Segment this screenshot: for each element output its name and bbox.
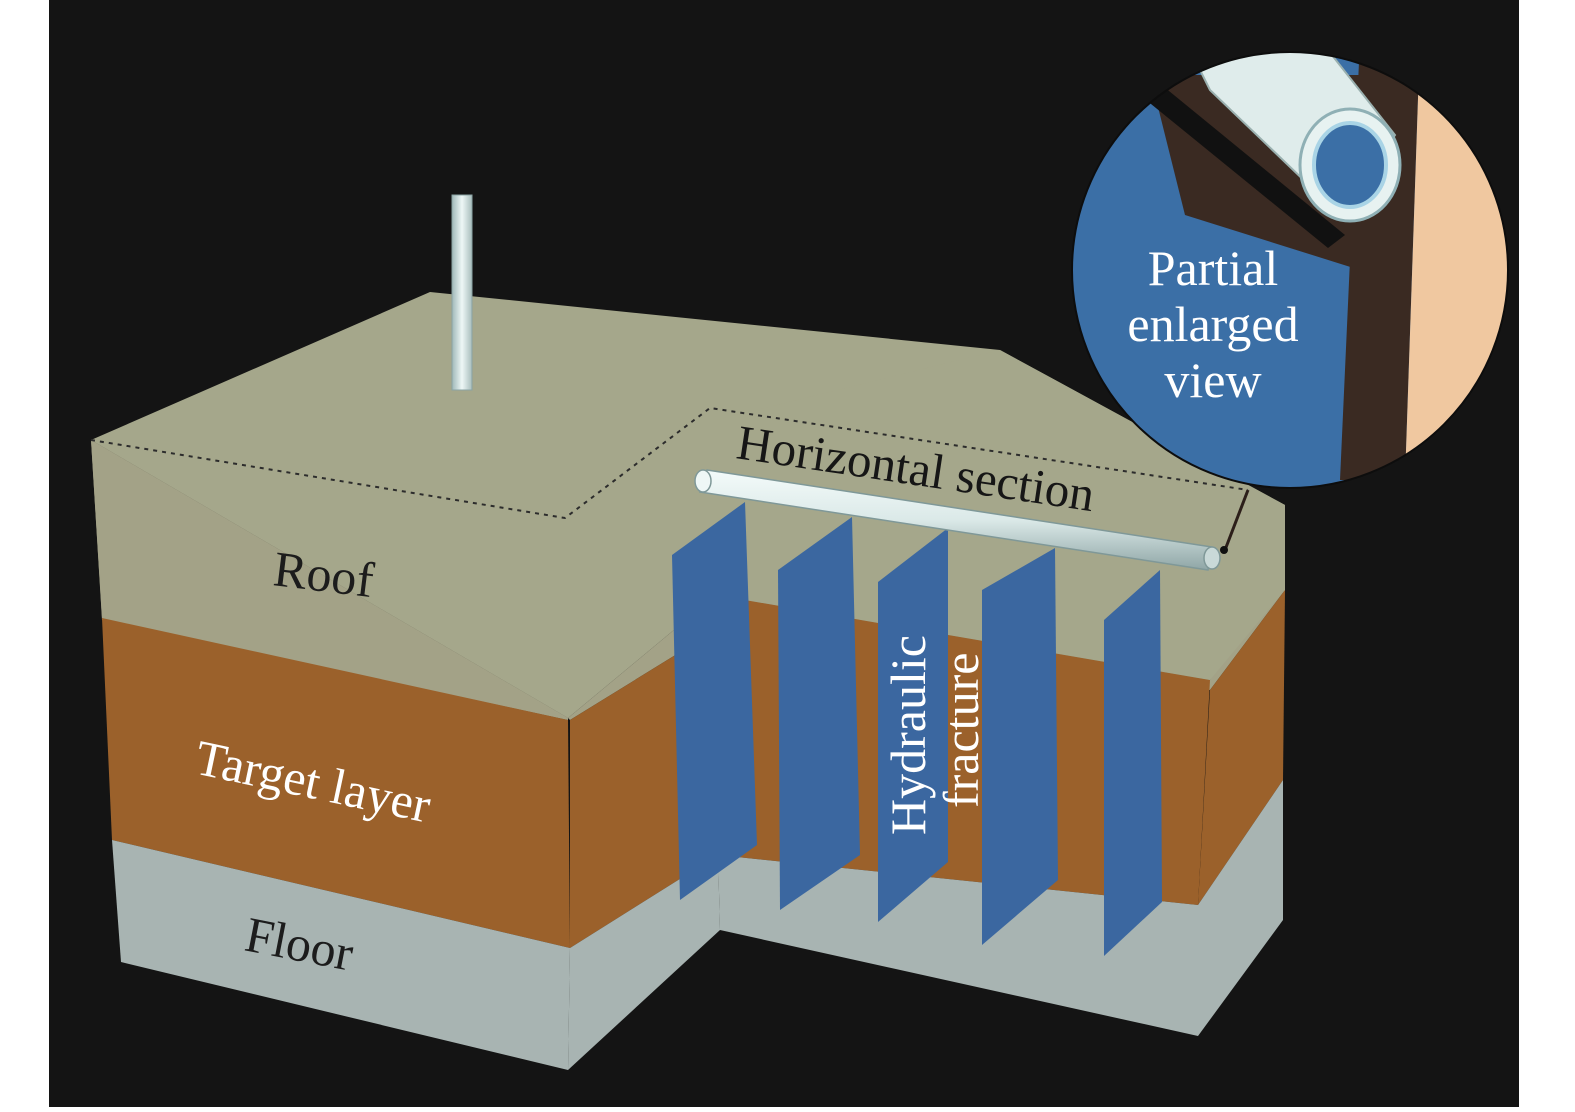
roof-label: Roof: [271, 540, 377, 608]
fracture-panel-3: [878, 528, 948, 922]
fracture-panel-5: [1104, 570, 1162, 956]
vertical-wellbore: [451, 194, 473, 391]
fracture-panel-1: [672, 502, 757, 900]
horizontal-pipe: [694, 469, 1228, 571]
hydraulic-fractures: [672, 502, 1162, 956]
hydraulic-label: Hydraulic: [880, 635, 936, 835]
roof-band-left: [91, 440, 568, 720]
fracture-panel-4: [982, 548, 1058, 945]
partial-label-line3: view: [1164, 352, 1261, 408]
floor-step-side: [568, 855, 720, 1070]
partial-label-line1: Partial: [1148, 240, 1279, 296]
target-layer-left: [102, 618, 570, 948]
partial-label-line2: enlarged: [1127, 296, 1298, 352]
target-right-end: [1198, 590, 1285, 905]
floor-right: [718, 855, 1198, 1036]
fracture-panel-2: [778, 517, 860, 910]
floor-right-end: [1198, 780, 1283, 1036]
floor-left: [112, 840, 570, 1070]
fracture-label: fracture: [933, 653, 989, 808]
inset-leader-line: [1223, 489, 1250, 551]
